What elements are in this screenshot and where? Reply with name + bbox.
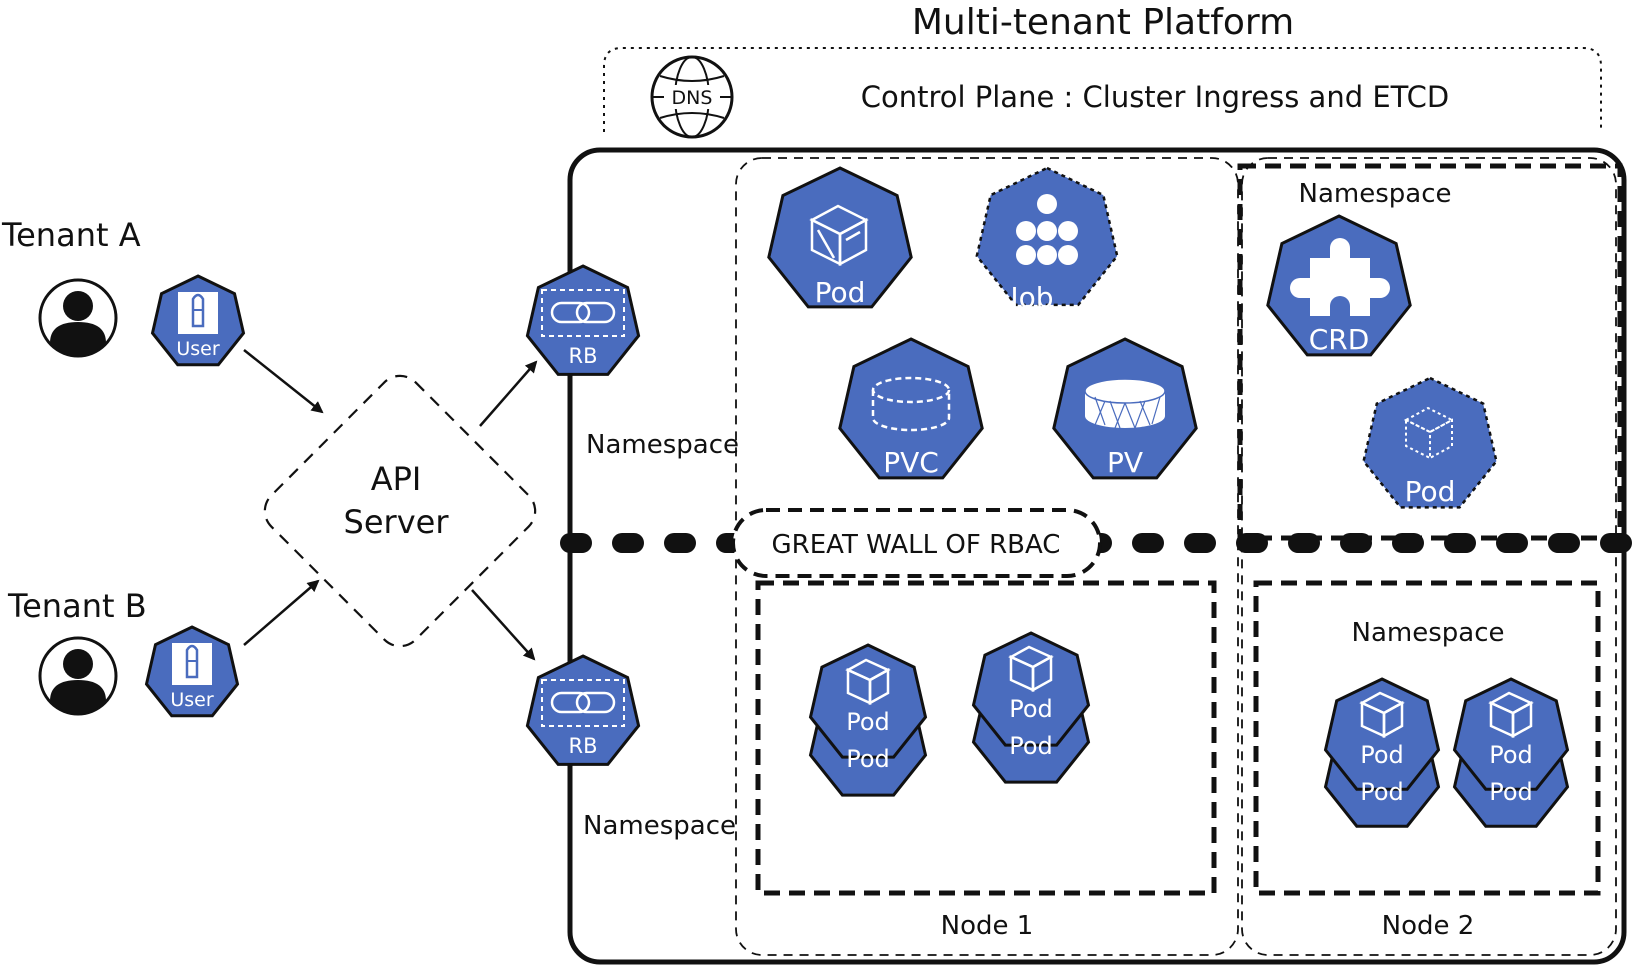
- node2-label: Node 2: [1382, 911, 1475, 941]
- node2-pod-stack-1: Pod Pod: [1323, 677, 1441, 828]
- tenant-b-user-label: User: [170, 689, 213, 711]
- arrow-api-to-rb-b: [471, 589, 536, 661]
- node2-pod-icon: Pod: [1362, 376, 1498, 509]
- diagram-title: Multi-tenant Platform: [912, 2, 1294, 43]
- node2-pod-stack-2-back: Pod: [1489, 778, 1533, 806]
- node1-lower-namespace-box: [755, 580, 1217, 896]
- node1-label: Node 1: [941, 911, 1034, 941]
- rbac-wall-label-box: [731, 508, 1102, 578]
- node1-pv-icon: PV: [1052, 337, 1198, 480]
- node2-pod-stack-2-front: Pod: [1489, 741, 1533, 769]
- node1-job-label: Job: [1008, 281, 1053, 314]
- node2-pod-label: Pod: [1405, 475, 1456, 508]
- tenant-a-user-label: User: [176, 338, 219, 360]
- control-plane-label: Control Plane : Cluster Ingress and ETCD: [861, 80, 1450, 114]
- namespace-b-label: Namespace: [583, 811, 736, 841]
- rbac-wall-label: GREAT WALL OF RBAC: [772, 530, 1061, 560]
- node1-pod-icon: Pod: [767, 166, 913, 309]
- node1-pod-stack-2: Pod Pod: [971, 631, 1091, 784]
- dns-label: DNS: [672, 87, 713, 109]
- node2-crd-label: CRD: [1309, 323, 1370, 356]
- node2-upper-namespace-label: Namespace: [1299, 179, 1452, 209]
- rolebinding-a: RB: [525, 264, 641, 376]
- puzzle-icon: [1290, 238, 1390, 316]
- api-server-line1: API: [371, 460, 422, 498]
- tenant-a-user-hex: User: [150, 274, 246, 367]
- node2-pod-stack-1-back: Pod: [1360, 778, 1404, 806]
- node1-job-icon: Job: [975, 166, 1119, 314]
- node2-pod-stack-2: Pod Pod: [1452, 677, 1570, 828]
- node1-pvc-label: PVC: [883, 446, 939, 479]
- node1-box: [735, 157, 1239, 956]
- arrow-tenant-b-to-api: [243, 579, 320, 646]
- node1-pod-stack-2-back: Pod: [1009, 732, 1053, 760]
- api-server-shape: [263, 374, 537, 648]
- dns-icon: DNS: [650, 55, 734, 139]
- node2-box: [1241, 157, 1617, 956]
- tenant-b-person-icon: [38, 636, 118, 716]
- node2-pod-stack-1-front: Pod: [1360, 741, 1404, 769]
- platform-boundary: [567, 147, 1627, 965]
- namespace-a-label: Namespace: [586, 430, 739, 460]
- rolebinding-b: RB: [525, 654, 641, 766]
- rolebinding-b-label: RB: [569, 734, 598, 758]
- node1-pv-label: PV: [1107, 446, 1143, 479]
- rolebinding-a-label: RB: [569, 344, 598, 368]
- node2-upper-namespace-box: [1237, 163, 1623, 541]
- node1-pod-stack-1: Pod Pod: [808, 643, 928, 797]
- tenant-b-user-hex: User: [144, 625, 240, 718]
- tenant-b-label: Tenant B: [7, 587, 147, 625]
- node1-pod-label: Pod: [815, 276, 866, 309]
- control-plane-box: [603, 47, 1602, 132]
- node2-lower-namespace-label: Namespace: [1352, 618, 1505, 648]
- node1-pod-stack-1-front: Pod: [846, 708, 890, 736]
- arrow-api-to-rb-a: [479, 360, 538, 427]
- node1-pod-stack-1-back: Pod: [846, 745, 890, 773]
- api-server-line2: Server: [344, 503, 450, 541]
- arrow-tenant-a-to-api: [243, 349, 324, 414]
- node2-crd-icon: CRD: [1266, 214, 1412, 357]
- node1-pod-stack-2-front: Pod: [1009, 695, 1053, 723]
- tenant-a-person-icon: [38, 278, 118, 358]
- tenant-a-label: Tenant A: [1, 216, 141, 254]
- node1-pvc-icon: PVC: [838, 337, 984, 480]
